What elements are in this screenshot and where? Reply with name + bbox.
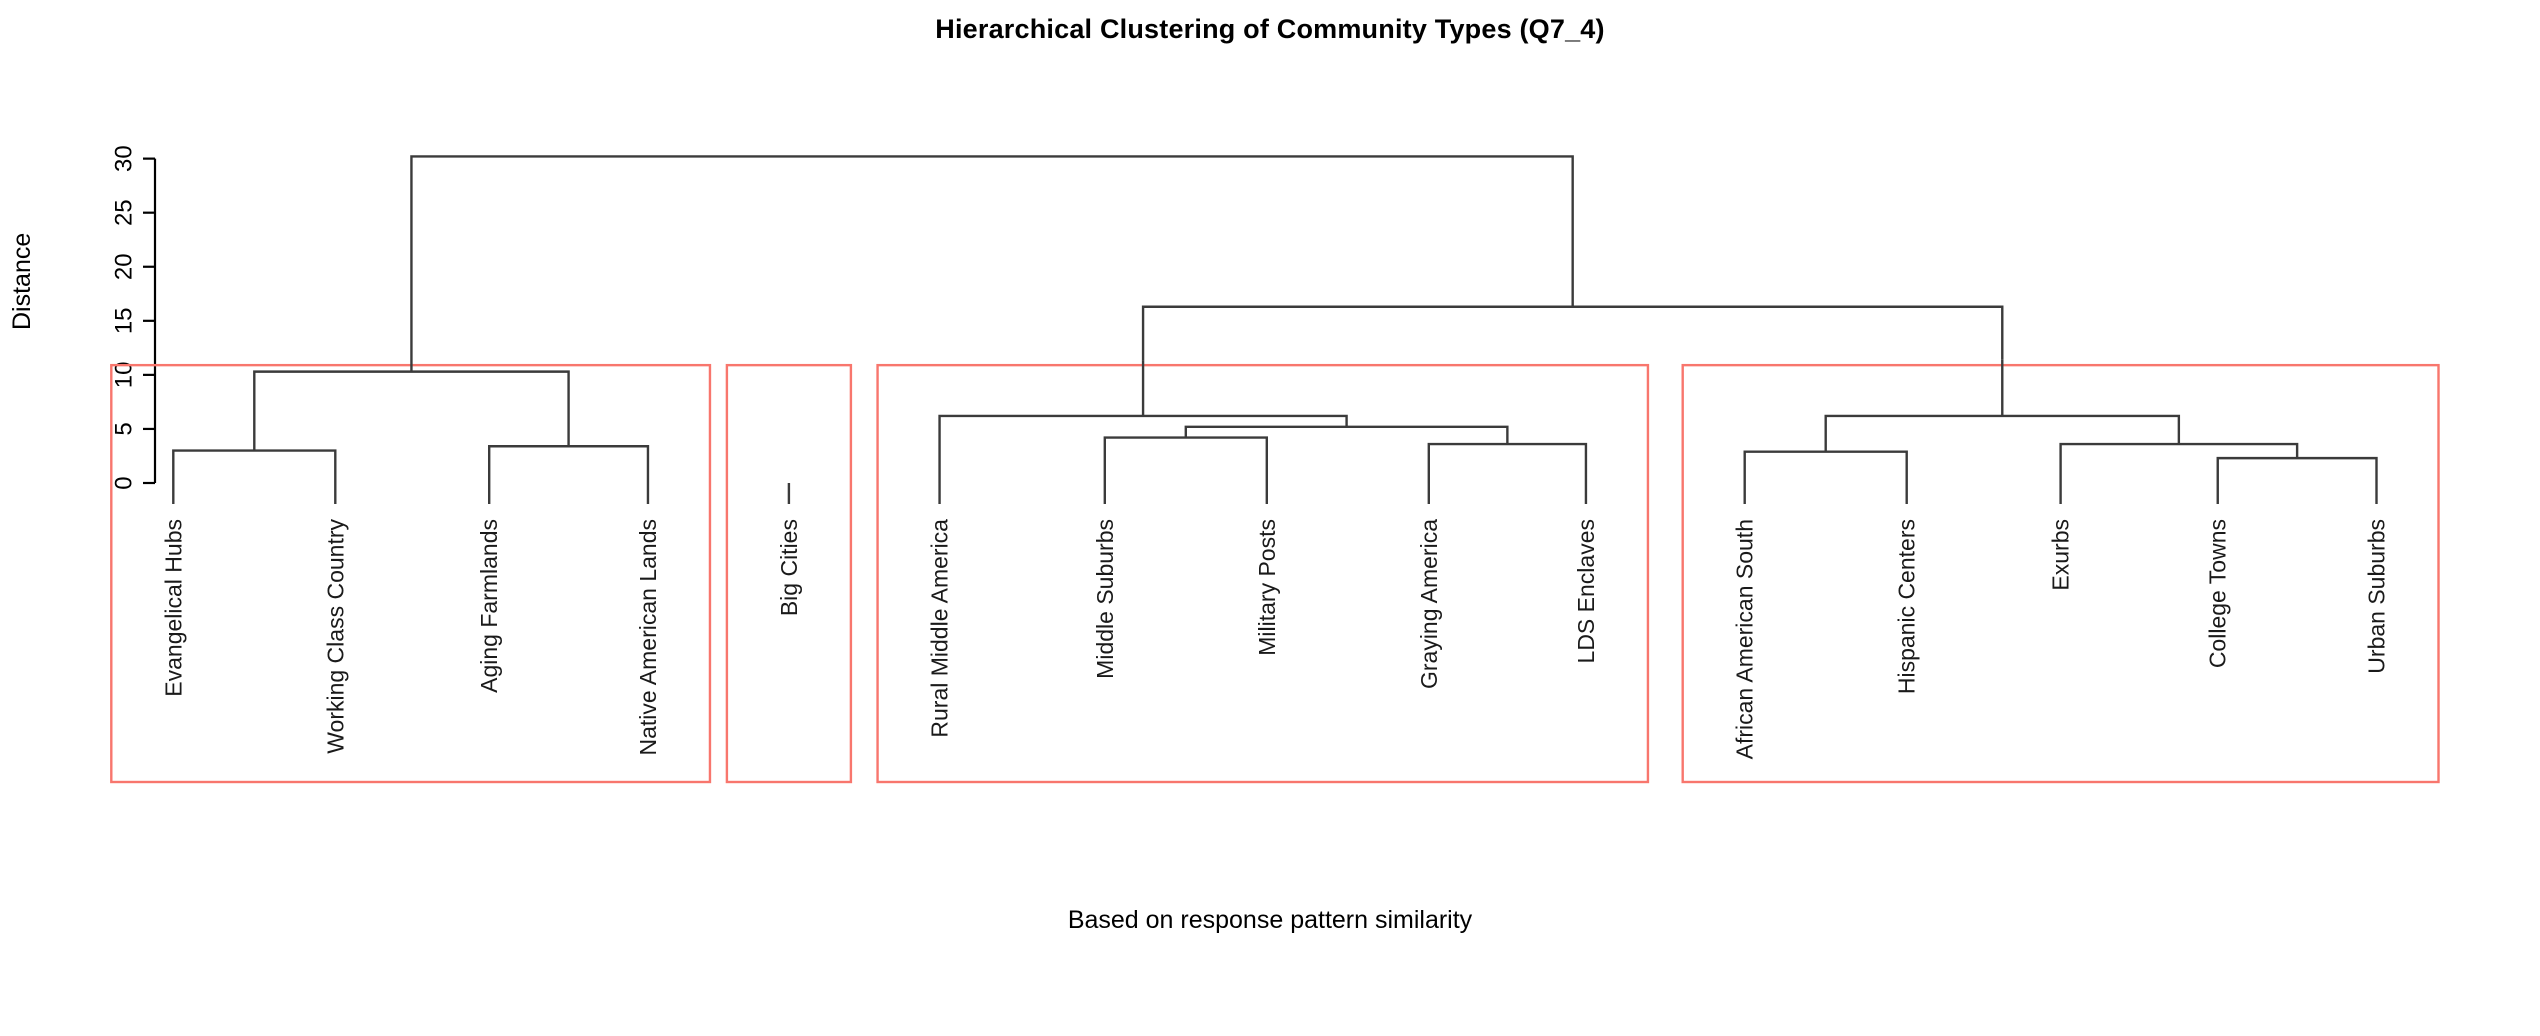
dendrogram-branch [2059, 442, 2299, 483]
page-title: Hierarchical Clustering of Community Typ… [935, 14, 1605, 44]
y-axis-tick-label: 0 [110, 476, 137, 489]
cluster-box-4 [1681, 363, 2440, 784]
cluster-box-2 [725, 363, 853, 784]
cluster-box-1 [110, 363, 712, 784]
dendrogram-branch [1743, 450, 1908, 483]
dendrogram-branches [172, 155, 2378, 504]
dendrogram-branch [488, 445, 650, 483]
leaf-labels: Evangelical Hubs Working Class Country Agi… [160, 519, 2389, 760]
leaf-label: LDS Enclaves [1573, 519, 1599, 663]
dendrogram-branch [253, 370, 570, 451]
y-axis-tick-label: 15 [110, 307, 137, 334]
dendrogram-branch [1141, 305, 2004, 361]
dendrogram-branch [1184, 425, 1509, 445]
y-axis-tick-label: 5 [110, 422, 137, 435]
leaf-label: Military Posts [1254, 519, 1280, 656]
dendrogram-branch [1824, 414, 2181, 452]
leaf-label: Evangelical Hubs [160, 519, 186, 697]
leaf-label: Hispanic Centers [1894, 519, 1920, 694]
leaf-label: Rural Middle America [927, 519, 953, 738]
leaf-label: Graying America [1416, 519, 1442, 689]
leaf-label: Aging Farmlands [476, 519, 502, 693]
dendrogram-branch [1427, 442, 1588, 483]
leaf-label: African American South [1732, 519, 1758, 759]
dendrogram-branch [172, 449, 337, 483]
dendrogram-branch [1103, 436, 1268, 483]
leaf-label: Working Class Country [322, 519, 348, 754]
y-axis-tick-label: 25 [110, 199, 137, 226]
y-axis-tick-label: 30 [110, 145, 137, 172]
y-axis-tick-label: 20 [110, 253, 137, 280]
leaf-label: Exurbs [2048, 519, 2074, 591]
leaf-label: College Towns [2205, 519, 2231, 668]
cluster-box-3 [876, 363, 1650, 784]
leaf-label: Middle Suburbs [1092, 519, 1118, 679]
figure-caption: Based on response pattern similarity [1067, 906, 1473, 934]
leaf-label: Native American Lands [635, 519, 661, 756]
dendrogram-branch [2216, 456, 2378, 483]
dendrogram-branch [410, 155, 1574, 372]
leaf-label: Big Cities [776, 519, 802, 616]
leaf-label: Urban Suburbs [2364, 519, 2390, 674]
